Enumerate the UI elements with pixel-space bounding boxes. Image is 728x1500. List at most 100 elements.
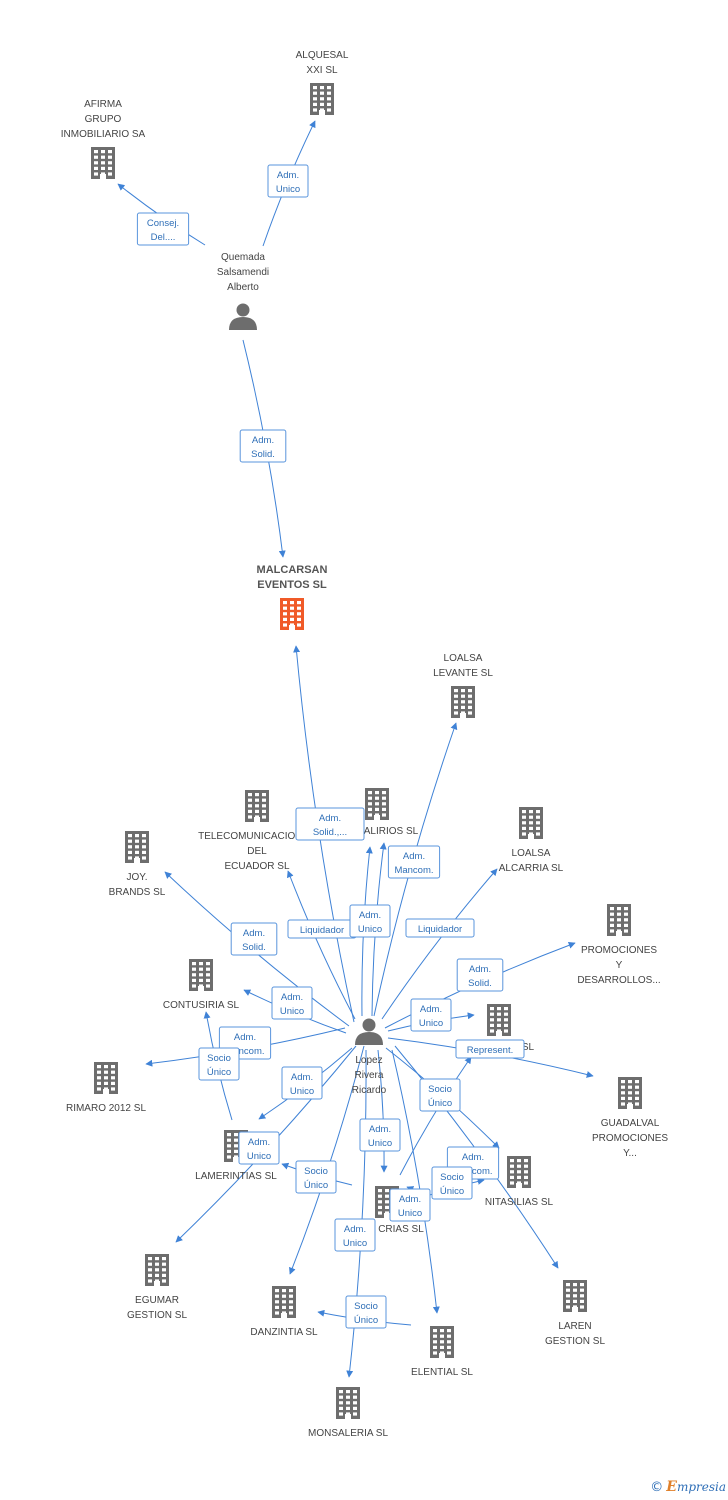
edge-label-text: Adm.: [359, 910, 381, 921]
company-node-monsaleria[interactable]: MONSALERIA SL: [308, 1387, 388, 1439]
edge-label[interactable]: Adm.Solid.: [239, 429, 287, 463]
building-icon: [519, 807, 543, 839]
company-node-contusiria[interactable]: CONTUSIRIA SL: [163, 959, 240, 1011]
edge-label-text: Mancom.: [225, 1046, 264, 1057]
edge-label[interactable]: Adm.Unico: [349, 904, 391, 938]
edge-lopez-to-loalsa_alcarria: [381, 868, 498, 1020]
edge-label-text: Mancom.: [394, 865, 433, 876]
person-icon: [355, 1018, 383, 1045]
edge-label[interactable]: Adm.Unico: [238, 1131, 280, 1165]
node-label: AFIRMA: [84, 99, 122, 110]
edge-label[interactable]: Represent.: [455, 1039, 525, 1059]
node-label: Ricardo: [352, 1085, 387, 1096]
edge-label[interactable]: Adm. Unico: [389, 1188, 431, 1222]
node-label: TELECOMUNICACIONES: [198, 831, 316, 842]
company-node-elential[interactable]: ELENTIAL SL: [411, 1326, 473, 1378]
edge-label-text: Mancom.: [453, 1166, 492, 1177]
edge-labels-layer: Adm.UnicoConsej.Del....Adm.Solid.Adm.Sol…: [136, 164, 525, 1329]
building-icon: [189, 959, 213, 991]
edge-lopez-to-elential: [391, 1049, 440, 1314]
building-icon: [336, 1387, 360, 1419]
edge-label-text: Solid.: [242, 942, 266, 953]
empresia-logo[interactable]: Empresia: [666, 1479, 726, 1495]
node-label: ECUADOR SL: [224, 861, 289, 872]
edge-label-text: Solid.,...: [313, 827, 347, 838]
edge-label[interactable]: Adm.Unico: [334, 1218, 376, 1252]
edge-lopez-to-monsaleria: [346, 1049, 367, 1378]
edge-label-text: Socio: [428, 1084, 452, 1095]
edge-label[interactable]: Adm.Solid.: [230, 922, 278, 956]
company-node-joy[interactable]: JOY.BRANDS SL: [109, 831, 166, 898]
company-node-alirios[interactable]: ALIRIOS SL: [364, 788, 419, 837]
edge-label[interactable]: Adm.Unico: [281, 1066, 323, 1100]
company-node-danzintia[interactable]: DANZINTIA SL: [250, 1286, 318, 1338]
edge-label-text: Consej.: [147, 218, 179, 229]
edge-label[interactable]: Liquidador: [287, 919, 357, 939]
node-label: GRUPO: [85, 114, 122, 125]
edge-label[interactable]: Liquidador: [405, 918, 475, 938]
edge-label-text: Del....: [151, 232, 176, 243]
building-icon: [245, 790, 269, 822]
node-label: Rivera: [355, 1070, 384, 1081]
edge-label[interactable]: Adm.Solid.: [456, 958, 504, 992]
edge-label-text: Único: [354, 1315, 378, 1326]
edge-label-text: Único: [440, 1186, 464, 1197]
node-label: ELENTIAL SL: [411, 1367, 473, 1378]
edge-label[interactable]: Adm.Unico: [359, 1118, 401, 1152]
edge-label-text: Adm.: [281, 992, 303, 1003]
node-label: Y...: [623, 1148, 637, 1159]
building-icon: [272, 1286, 296, 1318]
edge-label[interactable]: Adm.Unico: [267, 164, 309, 198]
edge-label-text: Unico: [368, 1138, 392, 1149]
node-label: EGUMAR: [135, 1295, 179, 1306]
node-label: LAREN: [558, 1321, 591, 1332]
edge-label-text: Unico: [398, 1208, 422, 1219]
company-node-promociones[interactable]: PROMOCIONESYDESARROLLOS...: [577, 904, 661, 986]
edge-label[interactable]: Adm.Solid.,...: [295, 807, 365, 841]
node-label: ALQUESAL: [296, 50, 349, 61]
edge-label-text: Adm.: [420, 1004, 442, 1015]
node-label: Salsamendi: [217, 267, 269, 278]
edge-label-text: Unico: [280, 1006, 304, 1017]
node-label: LEVANTE SL: [433, 668, 493, 679]
edge-label-text: Adm.: [462, 1152, 484, 1163]
edge-label-text: Único: [428, 1098, 452, 1109]
edge-label[interactable]: Adm. Unico: [271, 986, 313, 1020]
edge-label[interactable]: Adm. Unico: [410, 998, 452, 1032]
company-node-guadalval[interactable]: GUADALVALPROMOCIONESY...: [592, 1077, 668, 1159]
company-node-nitasilias[interactable]: NITASILIAS SL: [485, 1156, 554, 1208]
edge-label-text: Socio: [304, 1166, 328, 1177]
edge-lopez-to-juana: [399, 1056, 472, 1176]
node-label: LOALSA: [512, 848, 551, 859]
building-icon: [487, 1004, 511, 1036]
company-node-rimaro[interactable]: RIMARO 2012 SL: [66, 1062, 146, 1114]
edge-label-text: Unico: [276, 184, 300, 195]
node-label: MONSALERIA SL: [308, 1428, 388, 1439]
edge-label-text: Solid.: [251, 449, 275, 460]
edge-label[interactable]: Consej. Del....: [136, 212, 190, 246]
node-label: CONTUSIRIA SL: [163, 1000, 240, 1011]
edge-label-text: Adm.: [399, 1194, 421, 1205]
edge-label[interactable]: Adm.Mancom.: [387, 845, 441, 879]
building-icon: [310, 83, 334, 115]
building-icon: [451, 686, 475, 718]
edges-layer: [117, 120, 594, 1378]
edge-label-text: Unico: [419, 1018, 443, 1029]
